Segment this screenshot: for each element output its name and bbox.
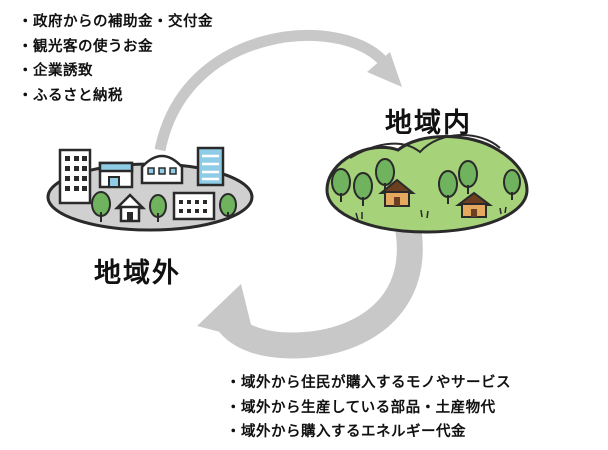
inflow-arrow — [154, 30, 402, 152]
office-building — [58, 148, 92, 205]
inner-region-title: 地域内 — [385, 108, 472, 139]
outflow-list: ・域外から住民が購入するモノやサービス ・域外から生産している部品・土産物代 ・… — [226, 371, 511, 445]
shop-building — [98, 161, 134, 189]
farmhouse-right — [455, 191, 493, 218]
inflow-item: ・企業誘致 — [18, 63, 93, 79]
small-house — [113, 193, 147, 223]
grass-tufts — [355, 206, 507, 221]
farmhouse-left — [378, 178, 416, 207]
outer-region-title: 地域外 — [94, 258, 181, 289]
inflow-item: ・観光客の使うお金 — [18, 38, 153, 55]
city-trees — [91, 191, 237, 222]
inflow-list: ・政府からの補助金・交付金 ・観光客の使うお金 ・企業誘致 ・ふるさと納税 — [18, 10, 213, 108]
forest-trees — [331, 158, 521, 206]
outflow-item: ・域外から住民が購入するモノやサービス — [226, 375, 511, 391]
outer-region-illustration — [46, 146, 254, 232]
outflow-item: ・域外から生産している部品・土産物代 — [226, 399, 496, 416]
inflow-item: ・ふるさと納税 — [18, 87, 123, 104]
school-building — [172, 191, 216, 221]
hall-building — [140, 154, 184, 185]
outflow-arrow — [197, 225, 423, 359]
inner-region-illustration — [325, 134, 529, 234]
apartment-tower — [196, 146, 225, 187]
inflow-item: ・政府からの補助金・交付金 — [18, 14, 213, 30]
outflow-item: ・域外から購入するエネルギー代金 — [226, 424, 466, 440]
